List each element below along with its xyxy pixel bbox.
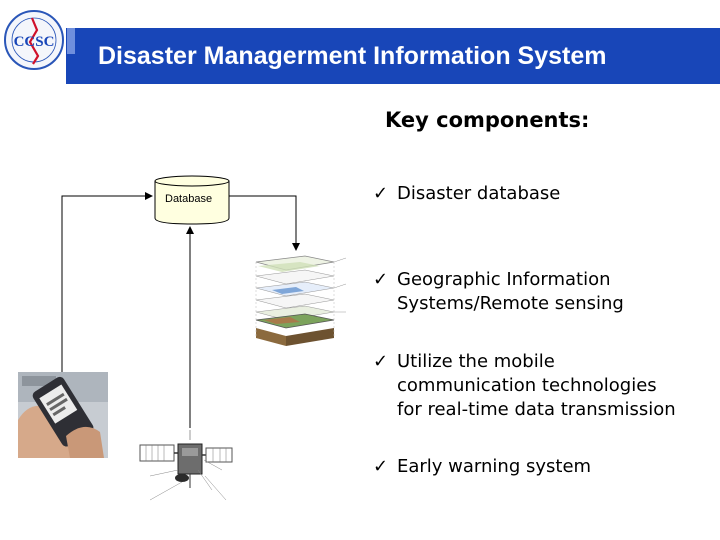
- page-title: Disaster Managerment Information System: [98, 42, 607, 70]
- bullet-text: Utilize the mobile communication technol…: [397, 351, 676, 420]
- gis-layers-image: [255, 255, 347, 346]
- subtitle: Key components:: [385, 108, 590, 132]
- checkmark-icon: ✓: [373, 351, 389, 372]
- phone-to-database-line: [61, 192, 153, 372]
- header-accent: [67, 28, 75, 54]
- bullet-text: Geographic Information Systems/Remote se…: [397, 269, 624, 314]
- bullet-item: ✓ Early warning system: [373, 455, 591, 479]
- bullet-text: Disaster database: [397, 183, 561, 204]
- checkmark-icon: ✓: [373, 269, 389, 290]
- logo-text: CCSC: [14, 34, 55, 50]
- satellite-image: [139, 430, 233, 501]
- database-label: Database: [165, 193, 213, 205]
- bullet-item: ✓ Geographic Information Systems/Remote …: [373, 268, 624, 316]
- checkmark-icon: ✓: [373, 456, 389, 477]
- bullet-item: ✓ Disaster database: [373, 182, 560, 206]
- checkmark-icon: ✓: [373, 183, 389, 204]
- header-bar: [66, 28, 720, 84]
- bullet-text: Early warning system: [397, 456, 592, 477]
- bullet-item: ✓ Utilize the mobile communication techn…: [373, 350, 676, 422]
- database-to-gis-line: [229, 195, 300, 251]
- database-cylinder: [154, 175, 230, 225]
- ccsc-logo: CCSC: [4, 10, 64, 70]
- mobile-phone-image: [18, 372, 108, 458]
